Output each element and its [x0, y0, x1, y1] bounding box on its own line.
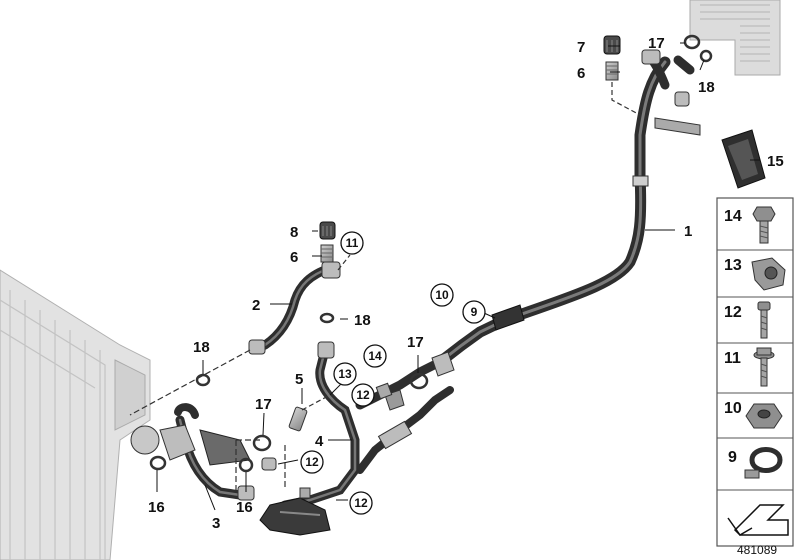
cap-8 — [319, 221, 336, 240]
callout-17-left: 17 — [255, 396, 272, 413]
pipe-center — [355, 351, 455, 474]
pipe-3 — [130, 403, 277, 501]
pipe-4 — [259, 341, 405, 536]
reference-number: 481089 — [737, 543, 777, 557]
cap-7 — [603, 35, 621, 55]
oring-17-mid — [409, 372, 429, 390]
callout-10: 10 — [435, 288, 449, 302]
dashdot-line-11 — [337, 254, 351, 271]
callout-16-left: 16 — [148, 499, 165, 516]
legend-9-label: 9 — [728, 449, 737, 466]
oring-18-mid — [319, 312, 335, 324]
callout-labels-circled — [300, 231, 486, 515]
condenser-fragment — [689, 0, 781, 76]
legend-14-label: 14 — [724, 208, 742, 225]
socket-screw-icon — [757, 301, 771, 339]
callout-1: 1 — [684, 223, 692, 240]
callout-6-mid: 6 — [290, 249, 298, 266]
legend-11-label: 11 — [724, 350, 741, 367]
flange-bolt-icon — [753, 347, 775, 387]
oring-17-top — [683, 34, 701, 50]
valve-6-mid — [320, 244, 334, 263]
dashdot-line-6-top — [611, 82, 641, 116]
callout-3: 3 — [212, 515, 220, 532]
callout-6-top: 6 — [577, 65, 585, 82]
dashed-leaders — [129, 349, 286, 490]
callout-18-mid: 18 — [354, 312, 371, 329]
callout-13: 13 — [338, 367, 352, 381]
valve-6-top — [605, 61, 619, 81]
callout-4: 4 — [315, 433, 324, 450]
callout-14: 14 — [368, 349, 382, 363]
clamp-bracket-icon — [751, 257, 786, 291]
legend-12-label: 12 — [724, 304, 742, 321]
hex-nut-icon — [745, 403, 783, 429]
callout-15: 15 — [767, 153, 784, 170]
callout-2: 2 — [252, 297, 260, 314]
callout-12-b: 12 — [305, 455, 319, 469]
legend-13-label: 13 — [724, 257, 742, 274]
oring-18-top — [699, 49, 713, 63]
callout-5: 5 — [295, 371, 303, 388]
bracket-15 — [721, 129, 766, 189]
callout-12-c: 12 — [354, 496, 368, 510]
arrow-symbol-icon — [727, 504, 789, 536]
pipe-1 — [434, 49, 701, 368]
callout-9: 9 — [471, 305, 478, 319]
callout-16-mid: 16 — [236, 499, 253, 516]
callout-18-top: 18 — [698, 79, 715, 96]
callout-8: 8 — [290, 224, 298, 241]
callout-18-left: 18 — [193, 339, 210, 356]
callout-12-a: 12 — [356, 388, 370, 402]
callout-7: 7 — [577, 39, 585, 56]
oring-18-left — [195, 373, 211, 387]
legend-10-label: 10 — [724, 400, 742, 417]
pipe-2 — [248, 261, 341, 355]
oring-17-left — [252, 434, 272, 452]
oring-16-mid — [238, 457, 254, 473]
oring-16-left — [149, 455, 167, 471]
parts-legend: 14 13 12 11 10 9 — [716, 197, 794, 547]
callout-17-top: 17 — [648, 35, 665, 52]
callout-labels-circled-text: 11 10 9 14 13 12 12 12 — [305, 236, 477, 510]
callout-labels-plain: 7 6 17 18 15 1 8 6 2 18 18 5 17 17 4 16 … — [148, 35, 784, 532]
callout-11: 11 — [346, 236, 359, 250]
screw-12-mid — [299, 382, 393, 499]
hose-clip-icon — [744, 447, 783, 479]
radiator-left — [0, 269, 151, 560]
callout-17-mid: 17 — [407, 334, 424, 351]
hex-bolt-icon — [752, 206, 776, 244]
sensor-5 — [288, 394, 331, 432]
